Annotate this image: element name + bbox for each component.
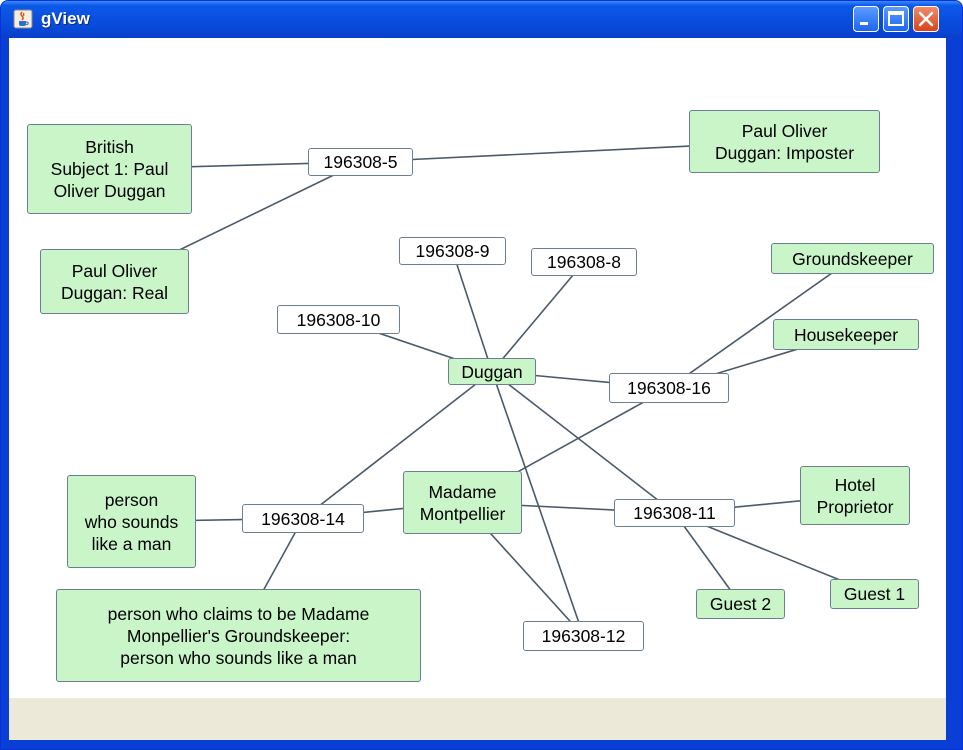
maximize-icon — [888, 11, 904, 26]
graph-node-e10[interactable]: 196308-10 — [277, 305, 400, 334]
graph-node-hotel[interactable]: Hotel Proprietor — [800, 466, 910, 525]
graph-node-e14[interactable]: 196308-14 — [242, 504, 364, 533]
graph-node-e16[interactable]: 196308-16 — [609, 373, 729, 403]
graph-node-madame[interactable]: Madame Montpellier — [403, 471, 522, 534]
graph-node-british[interactable]: British Subject 1: Paul Oliver Duggan — [27, 124, 192, 214]
minimize-icon — [860, 22, 868, 25]
graph-node-guest1[interactable]: Guest 1 — [830, 579, 919, 609]
window-title: gView — [41, 9, 90, 28]
graph-node-grounds[interactable]: Groundskeeper — [771, 243, 934, 274]
edge-duggan-e12 — [491, 371, 585, 637]
graph-node-e8[interactable]: 196308-8 — [531, 248, 637, 276]
edge-e9-duggan — [451, 250, 493, 372]
edge-grounds-e16 — [668, 257, 853, 389]
graph-node-imposter[interactable]: Paul Oliver Duggan: Imposter — [689, 110, 880, 173]
edge-e11-guest2 — [673, 512, 742, 605]
graph-canvas[interactable]: British Subject 1: Paul Oliver Duggan 196… — [9, 38, 946, 740]
edge-duggan-e14 — [302, 370, 493, 520]
graph-node-house[interactable]: Housekeeper — [773, 319, 919, 350]
edge-e8-duggan — [491, 261, 585, 373]
window-frame-right — [946, 38, 962, 749]
maximize-button[interactable] — [883, 6, 909, 32]
graph-node-guest2[interactable]: Guest 2 — [696, 589, 785, 619]
graph-node-e5[interactable]: 196308-5 — [308, 148, 413, 176]
graph-node-e9[interactable]: 196308-9 — [399, 237, 506, 265]
title-bar[interactable]: gView — [1, 1, 962, 37]
java-cup-icon — [13, 9, 33, 29]
graph-node-person[interactable]: person who sounds like a man — [67, 475, 196, 568]
graph-node-real[interactable]: Paul Oliver Duggan: Real — [40, 249, 189, 314]
graph-node-duggan[interactable]: Duggan — [448, 358, 536, 385]
minimize-button[interactable] — [853, 6, 879, 32]
close-icon — [918, 11, 934, 27]
graph-node-e12[interactable]: 196308-12 — [523, 621, 644, 651]
graph-node-claims[interactable]: person who claims to be Madame Monpellie… — [56, 589, 421, 682]
status-bar — [9, 698, 946, 740]
graph-node-e11[interactable]: 196308-11 — [614, 499, 735, 527]
close-button[interactable] — [913, 6, 939, 32]
edge-duggan-e11 — [491, 370, 675, 514]
window-frame-left — [1, 38, 9, 749]
window-frame-bottom — [1, 740, 962, 749]
